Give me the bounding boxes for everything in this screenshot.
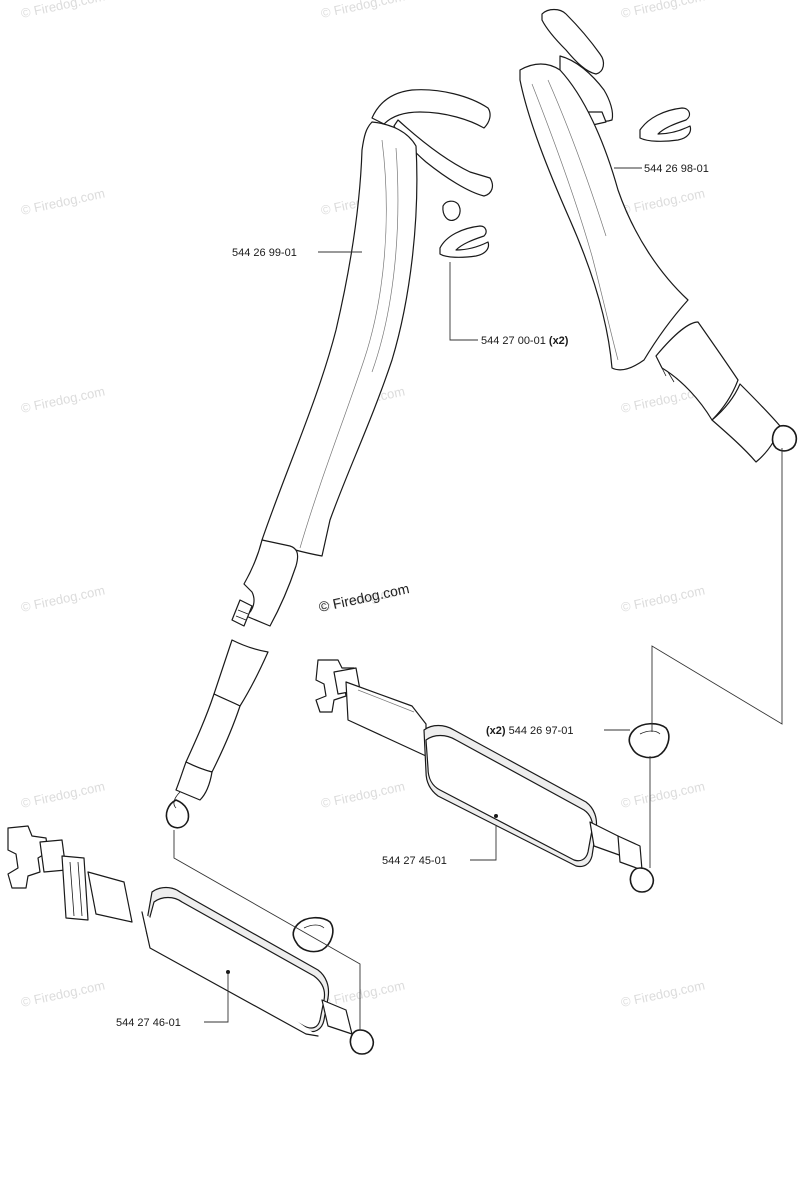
waist-pad-left-drawing [7, 825, 375, 1055]
watermark-text: © Firedog.com [20, 977, 107, 1009]
watermark-text: © Firedog.com [320, 0, 407, 21]
shoulder-strap-right-drawing [519, 8, 798, 463]
leader-lines [204, 167, 642, 1023]
part-labels: 544 26 99-01 544 27 00-01 (x2) 544 26 98… [116, 163, 709, 1029]
watermark-text: © Firedog.com [620, 778, 707, 810]
label-waist-pad-left: 544 27 46-01 [116, 1017, 181, 1029]
strap-clip-left-drawing [439, 225, 490, 258]
watermark-text: © Firedog.com [320, 778, 407, 810]
watermark-text: © Firedog.com [20, 582, 107, 614]
watermark-text: © Firedog.com [620, 582, 707, 614]
label-shoulder-strap-left: 544 26 99-01 [232, 247, 297, 259]
label-shoulder-strap-right: 544 26 98-01 [644, 163, 709, 175]
strap-clip-right-drawing [639, 107, 692, 142]
d-ring-right-drawing [628, 722, 670, 759]
connector-lines [173, 448, 783, 1030]
d-ring-left-drawing [292, 916, 334, 953]
shoulder-strap-left-drawing [165, 89, 494, 829]
watermark-text: © Firedog.com [20, 185, 107, 217]
waist-pad-right-drawing [315, 659, 655, 893]
watermark-text: © Firedog.com [620, 185, 707, 217]
watermark-text: © Firedog.com [20, 0, 107, 21]
watermark-text: © Firedog.com [620, 977, 707, 1009]
watermark-text: © Firedog.com [620, 0, 707, 21]
copyright-text: © Firedog.com [317, 580, 410, 615]
label-waist-pad-right: 544 27 45-01 [382, 855, 447, 867]
label-strap-clip: 544 27 00-01 (x2) [481, 335, 569, 347]
watermark-text: © Firedog.com [20, 383, 107, 415]
label-d-ring: (x2) 544 26 97-01 [486, 725, 573, 737]
watermark-text: © Firedog.com [20, 778, 107, 810]
